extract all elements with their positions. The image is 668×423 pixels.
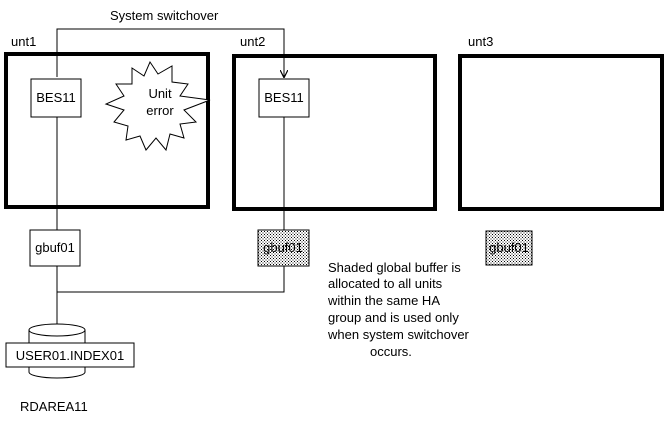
note-line-3: within the same HA [327,293,440,308]
buffer-box-unt3-shaded [485,230,533,266]
buffer-label-unt1: gbuf01 [35,240,75,255]
database-name-box [5,342,135,368]
buffer-box-unt2-shaded [257,229,310,267]
server-box-unt1 [30,78,82,118]
note-line-2: allocated to all units [328,276,443,291]
unit-box-unt3 [458,54,664,211]
note-line-6: occurs. [370,344,412,359]
unit-label-unt3: unt3 [468,34,493,49]
buffer-label-unt3: gbuf01 [489,240,529,255]
buffer-label-unt2: gbuf01 [263,240,303,255]
note-line-1: Shaded global buffer is [328,260,461,275]
database-name: USER01.INDEX01 [16,348,124,363]
unit-label-unt2: unt2 [240,34,265,49]
switchover-label: System switchover [110,8,219,23]
rdarea-label: RDAREA11 [20,399,88,414]
server-box-unt2 [258,78,310,118]
server-label-unt2: BES11 [264,90,304,105]
note-line-4: group and is used only [328,310,459,325]
connector-unt2-buffer-db [57,266,285,293]
unit-error-line2: error [146,103,174,118]
unit-box-unt2 [232,54,437,211]
unit-error-burst [104,60,211,152]
buffer-box-unt1 [29,229,81,267]
unit-error-line1: Unit [148,86,172,101]
unit-label-unt1: unt1 [11,34,36,49]
unit-box-unt1 [4,52,210,209]
server-label-unt1: BES11 [36,90,76,105]
note-line-5: when system switchover [327,327,470,342]
database-cylinder-top [28,323,86,337]
